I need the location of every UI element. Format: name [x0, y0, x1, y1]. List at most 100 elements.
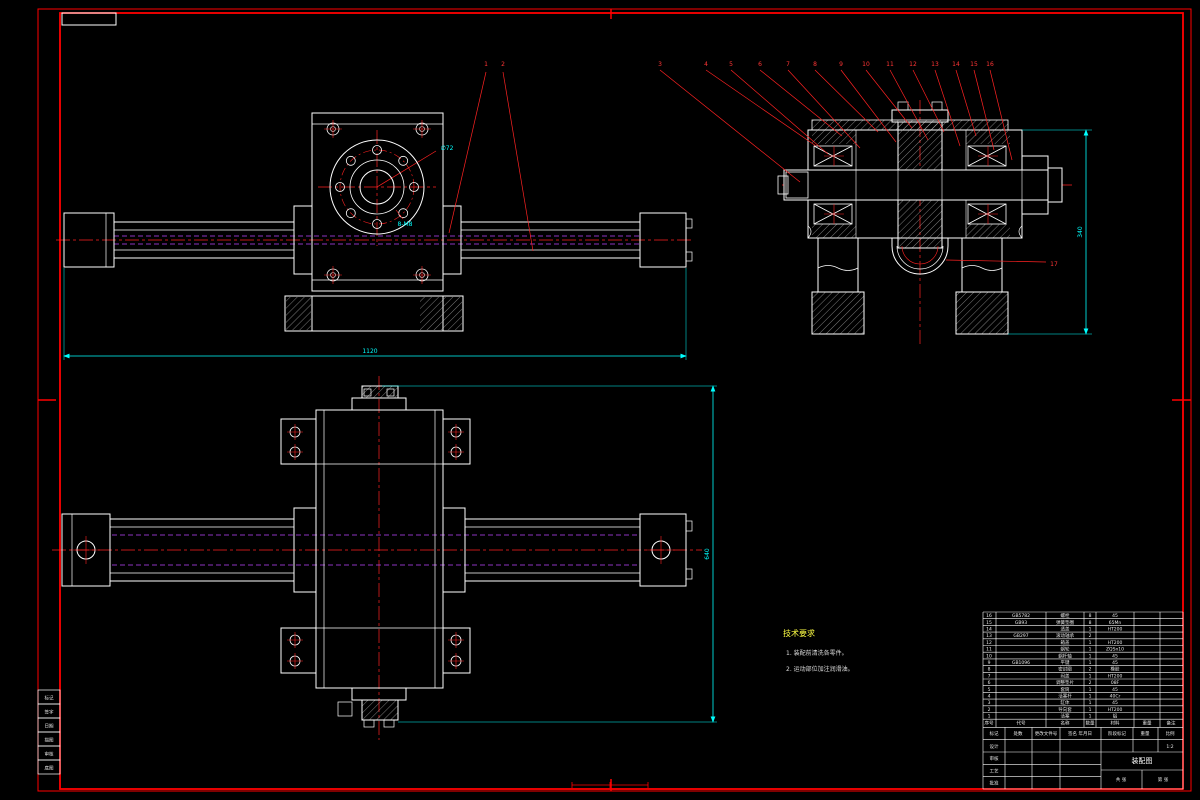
svg-text:9: 9	[988, 660, 991, 666]
svg-text:2: 2	[1089, 633, 1092, 639]
svg-text:螺栓: 螺栓	[1061, 612, 1070, 619]
tb-label: 签名 年月日	[1068, 730, 1092, 737]
front-view: ∅72 8-M8	[56, 112, 694, 332]
callout-number: 12	[909, 61, 917, 68]
svg-text:08F: 08F	[1111, 680, 1120, 686]
svg-text:45: 45	[1112, 687, 1118, 693]
svg-text:活塞: 活塞	[1061, 713, 1070, 720]
strip-label: 日期	[45, 724, 54, 730]
svg-text:15: 15	[986, 620, 992, 626]
svg-text:滚动轴承: 滚动轴承	[1056, 632, 1074, 639]
svg-text:透盖: 透盖	[1061, 626, 1070, 633]
svg-text:铝: 铝	[1113, 713, 1118, 720]
dim-text: 1120	[362, 348, 377, 355]
svg-text:4: 4	[988, 694, 991, 700]
tb-scale-value: 1:2	[1166, 744, 1173, 750]
svg-text:1: 1	[1089, 673, 1092, 679]
sheet-frame	[37, 8, 1192, 792]
callout-number: 5	[729, 61, 733, 68]
leader-line	[395, 209, 404, 220]
svg-text:6: 6	[988, 680, 991, 686]
svg-text:GB1096: GB1096	[1012, 660, 1030, 666]
svg-text:1: 1	[1089, 640, 1092, 646]
tb-label: 阶段标记	[1108, 730, 1126, 737]
svg-text:1: 1	[1089, 687, 1092, 693]
svg-text:11: 11	[986, 647, 992, 653]
svg-text:套筒: 套筒	[1061, 686, 1070, 693]
dimensions: 1120 340 640	[63, 129, 1092, 723]
plan-view	[52, 376, 702, 740]
tb-label: 工艺	[990, 768, 999, 774]
parts-header: 序号 代号 名称 数量 材料 重量 备注	[985, 720, 1176, 727]
callout-number: 1	[484, 61, 488, 68]
svg-text:备注: 备注	[1167, 720, 1176, 727]
svg-text:40Cr: 40Cr	[1110, 694, 1121, 700]
svg-text:8: 8	[1089, 613, 1092, 619]
svg-text:5: 5	[988, 687, 991, 693]
svg-text:1: 1	[1089, 647, 1092, 653]
svg-text:ZQSn10: ZQSn10	[1106, 647, 1124, 653]
svg-text:2: 2	[1089, 680, 1092, 686]
tb-label: 比例	[1166, 730, 1175, 737]
svg-text:1: 1	[1089, 714, 1092, 720]
tb-label: 标记	[990, 730, 999, 737]
leader-line	[376, 150, 437, 188]
svg-text:1: 1	[1089, 653, 1092, 659]
svg-text:2: 2	[1089, 667, 1092, 673]
svg-text:2: 2	[988, 707, 991, 713]
section-view	[777, 100, 1072, 345]
svg-text:1: 1	[1089, 660, 1092, 666]
svg-text:12: 12	[986, 640, 992, 646]
svg-text:密封圈: 密封圈	[1058, 666, 1072, 673]
strip-label: 底图	[45, 765, 54, 772]
svg-text:1: 1	[1089, 627, 1092, 633]
callout-number: 4	[704, 61, 708, 68]
svg-text:HT200: HT200	[1108, 640, 1123, 646]
svg-text:数量: 数量	[1086, 720, 1095, 727]
callout-number: 10	[862, 61, 870, 68]
callout-number: 3	[658, 61, 662, 68]
svg-text:导向套: 导向套	[1058, 706, 1072, 713]
flange-dia-label: ∅72	[441, 145, 454, 152]
tb-label: 重量	[1141, 730, 1150, 737]
callout-number: 6	[758, 61, 762, 68]
svg-text:GB5782: GB5782	[1012, 613, 1030, 619]
svg-text:GB297: GB297	[1013, 633, 1028, 639]
svg-text:HT200: HT200	[1108, 673, 1123, 679]
strip-label: 签字	[45, 709, 54, 716]
tb-label: 处数	[1014, 730, 1023, 737]
svg-text:弹簧垫圈: 弹簧垫圈	[1056, 619, 1074, 626]
svg-text:材料: 材料	[1111, 720, 1120, 727]
callout-number: 9	[839, 61, 843, 68]
svg-text:7: 7	[988, 673, 991, 679]
tb-label: 批准	[990, 780, 999, 787]
callout-number: 11	[886, 61, 894, 68]
dim-text: 640	[704, 548, 711, 560]
svg-text:箱盖: 箱盖	[1061, 639, 1070, 646]
svg-text:调整垫片: 调整垫片	[1056, 679, 1074, 686]
svg-text:1: 1	[1089, 700, 1092, 706]
tb-label: 共 张	[1116, 776, 1127, 783]
tb-label: 第 张	[1158, 776, 1169, 783]
svg-text:蜗轮: 蜗轮	[1061, 646, 1070, 653]
strip-label: 标记	[45, 695, 54, 702]
svg-text:1: 1	[1089, 694, 1092, 700]
svg-text:14: 14	[986, 627, 992, 633]
svg-text:代号: 代号	[1017, 720, 1026, 727]
technical-notes: 技术要求 1. 装配前清洗各零件。 2. 运动部位加注润滑油。	[783, 628, 854, 673]
strip-label: 审核	[45, 751, 54, 758]
scale-mark	[571, 782, 649, 788]
svg-text:1: 1	[1089, 707, 1092, 713]
svg-text:8: 8	[1089, 620, 1092, 626]
svg-text:8: 8	[988, 667, 991, 673]
svg-text:16: 16	[986, 613, 992, 619]
callout-number: 7	[786, 61, 790, 68]
svg-text:HT200: HT200	[1108, 707, 1123, 713]
revision-strip: 标记 签字 日期 描图 审核 底图	[37, 689, 61, 775]
bolt-holes-label: 8-M8	[398, 221, 413, 228]
callout-number: 2	[501, 61, 505, 68]
svg-text:45: 45	[1112, 653, 1118, 659]
